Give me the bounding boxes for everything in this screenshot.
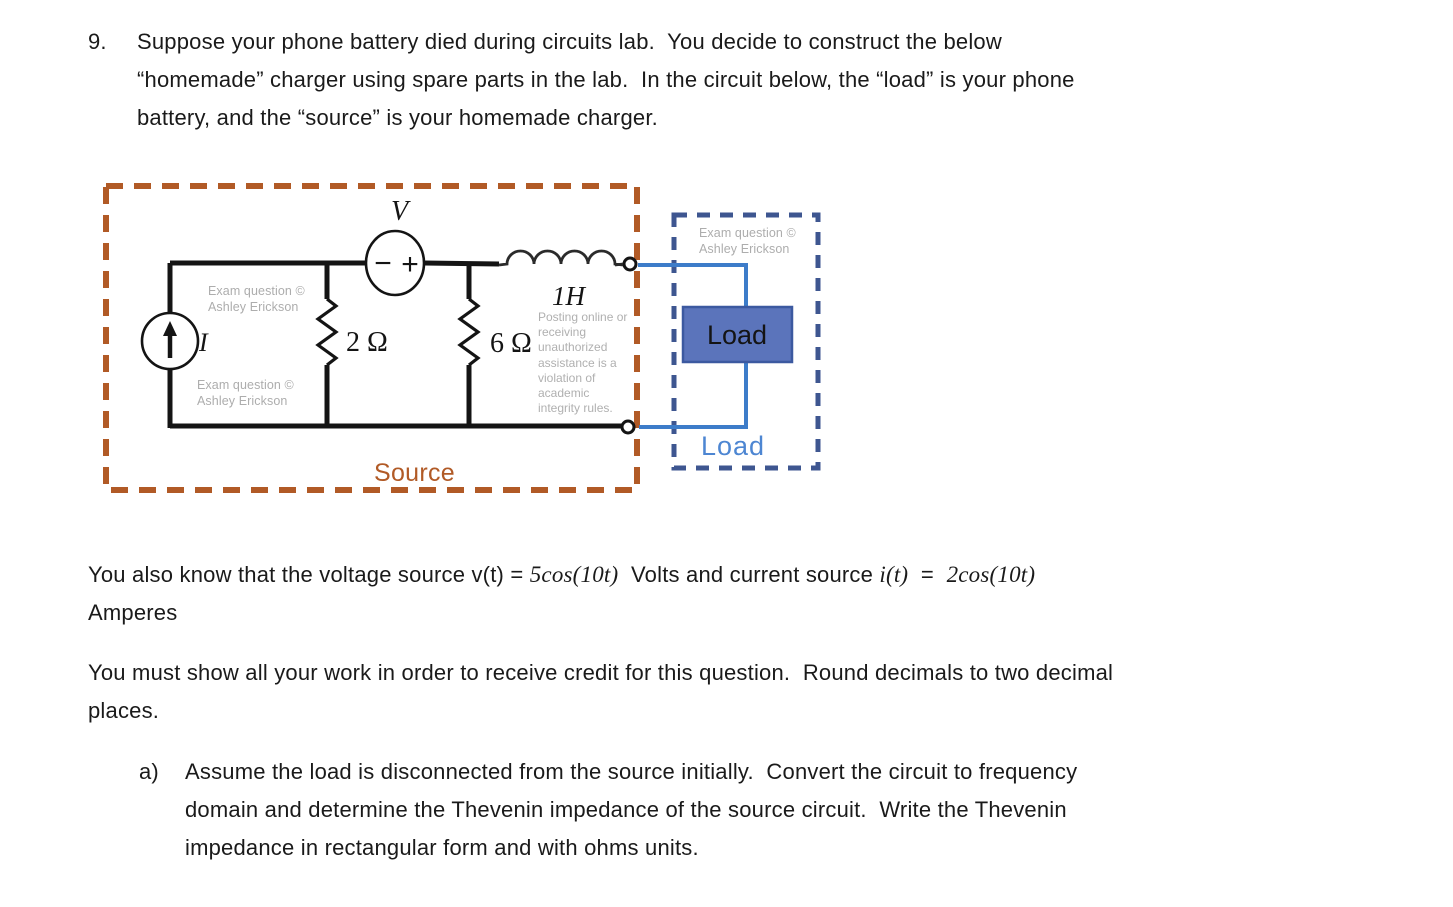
watermark-line: Exam question © xyxy=(197,378,294,392)
question-line-3: battery, and the “source” is your homema… xyxy=(137,105,658,130)
load-wire-top xyxy=(638,263,748,306)
watermark-source-upper: Exam question © Ashley Erickson xyxy=(208,284,305,315)
integrity-line: assistance is a xyxy=(538,355,617,370)
resistor-2ohm-icon xyxy=(315,297,339,367)
given-math-current-fn: i(t) xyxy=(879,562,909,587)
terminal-node-bottom xyxy=(620,419,636,435)
given-text: Volts and current source xyxy=(618,562,880,587)
load-boundary-box xyxy=(671,212,821,471)
integrity-line: unauthorized xyxy=(538,340,608,355)
integrity-line: violation of xyxy=(538,370,596,385)
part-a-line-3: impedance in rectangular form and with o… xyxy=(185,835,699,860)
current-arrow-icon xyxy=(163,321,177,336)
integrity-line: Posting online or xyxy=(538,310,628,324)
watermark-line: Exam question © xyxy=(699,226,796,240)
top-wire-right xyxy=(423,260,500,267)
work-line-1: You must show all your work in order to … xyxy=(88,660,1114,685)
watermark-load: Exam question © Ashley Erickson xyxy=(699,226,796,257)
circuit-wires xyxy=(167,260,623,429)
inductor-tail-lead xyxy=(614,262,624,267)
current-source-label: I xyxy=(198,328,209,357)
resistor-6ohm-label: 6 Ω xyxy=(490,328,532,359)
circuit-figure: − + Load V I 2 Ω 6 Ω 1H xyxy=(103,183,821,493)
part-a-line-2: domain and determine the Thevenin impeda… xyxy=(185,797,1067,822)
resistor-6ohm-icon xyxy=(457,297,481,367)
integrity-line: academic xyxy=(538,386,590,401)
given-text: = xyxy=(908,562,947,587)
given-line-1: You also know that the voltage source v(… xyxy=(88,560,1035,590)
voltage-minus-sign: − xyxy=(374,247,392,280)
integrity-line: receiving xyxy=(538,325,587,340)
inductor-icon xyxy=(498,249,624,267)
watermark-line: Ashley Erickson xyxy=(208,299,299,314)
integrity-notice: Posting online or receiving unauthorized… xyxy=(538,310,638,416)
watermark-line: Exam question © xyxy=(208,284,305,298)
question-line-2: “homemade” charger using spare parts in … xyxy=(137,67,1075,92)
part-a-line-1: Assume the load is disconnected from the… xyxy=(185,759,1078,784)
resistor-2ohm-label: 2 Ω xyxy=(346,327,388,358)
question-number: 9. xyxy=(88,29,107,54)
voltage-source-label: V xyxy=(391,196,411,227)
load-block-label: Load xyxy=(707,320,767,350)
watermark-source-lower: Exam question © Ashley Erickson xyxy=(197,378,294,409)
source-boundary-box xyxy=(103,183,640,493)
watermark-line: Ashley Erickson xyxy=(197,393,288,408)
question-line-1: Suppose your phone battery died during c… xyxy=(137,29,1002,54)
given-line-2: Amperes xyxy=(88,600,178,625)
terminal-node-top xyxy=(622,256,638,272)
load-block xyxy=(681,305,794,364)
work-line-2: places. xyxy=(88,698,160,723)
given-math-voltage: 5cos(10t) xyxy=(529,562,619,587)
voltage-plus-sign: + xyxy=(401,248,419,281)
given-text: You also know that the voltage source v(… xyxy=(88,562,530,587)
load-wire-bottom xyxy=(639,363,748,429)
part-a-label: a) xyxy=(139,759,159,784)
given-math-current: 2cos(10t) xyxy=(946,562,1036,587)
inductor-label: 1H xyxy=(552,281,587,311)
integrity-line: integrity rules. xyxy=(538,401,613,416)
voltage-source-icon xyxy=(364,229,426,297)
source-label: Source xyxy=(374,459,456,487)
load-caption: Load xyxy=(701,431,766,461)
watermark-line: Ashley Erickson xyxy=(699,241,790,256)
